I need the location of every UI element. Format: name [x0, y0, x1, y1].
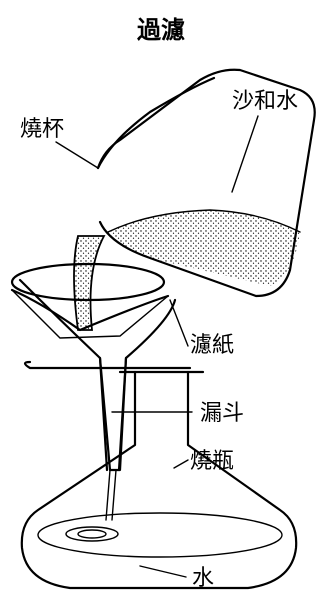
label-funnel: 漏斗: [200, 401, 244, 426]
leader-beaker: [55, 141, 99, 169]
water-ripple: [65, 526, 119, 542]
pour-stream: [73, 235, 106, 331]
label-flask: 燒瓶: [190, 449, 234, 474]
flask: [20, 370, 298, 590]
sand-water-mixture: [108, 210, 300, 286]
leader-flask: [173, 459, 189, 469]
beaker: [73, 68, 316, 331]
leader-sand-water: [231, 115, 259, 193]
diagram-title: 過濾: [137, 16, 185, 44]
label-water: 水: [192, 566, 214, 591]
leader-water: [139, 565, 187, 578]
label-filter-paper: 濾紙: [190, 333, 234, 358]
water-ripple: [77, 529, 107, 539]
leader-filter-paper: [169, 299, 189, 347]
label-sand-water: 沙和水: [232, 89, 298, 114]
flask-water-surface: [37, 512, 283, 558]
label-beaker: 燒杯: [20, 117, 64, 142]
funnel: [10, 262, 192, 521]
